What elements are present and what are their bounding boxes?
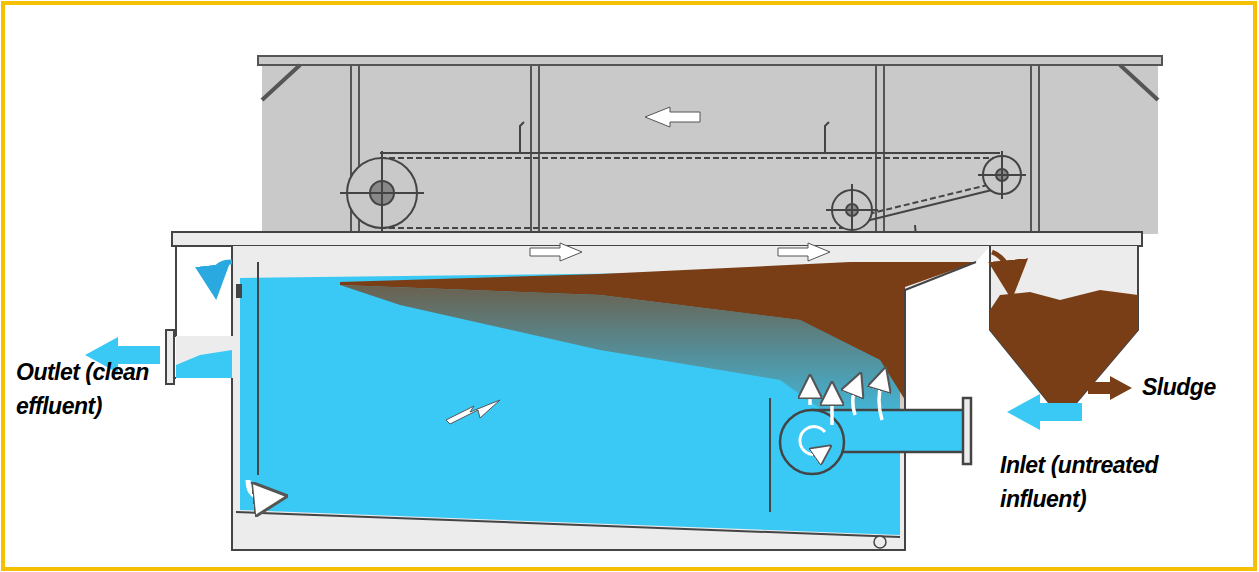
inlet-distributor	[780, 398, 971, 548]
outlet-label: Outlet (clean effluent)	[16, 355, 201, 423]
tank	[166, 232, 1142, 550]
frame	[3, 3, 1255, 569]
cover-housing	[258, 56, 1162, 234]
inlet-label: Inlet (untreated influent)	[1000, 448, 1240, 516]
sludge-label: Sludge	[1142, 370, 1252, 404]
flow-arrows	[85, 243, 1132, 498]
